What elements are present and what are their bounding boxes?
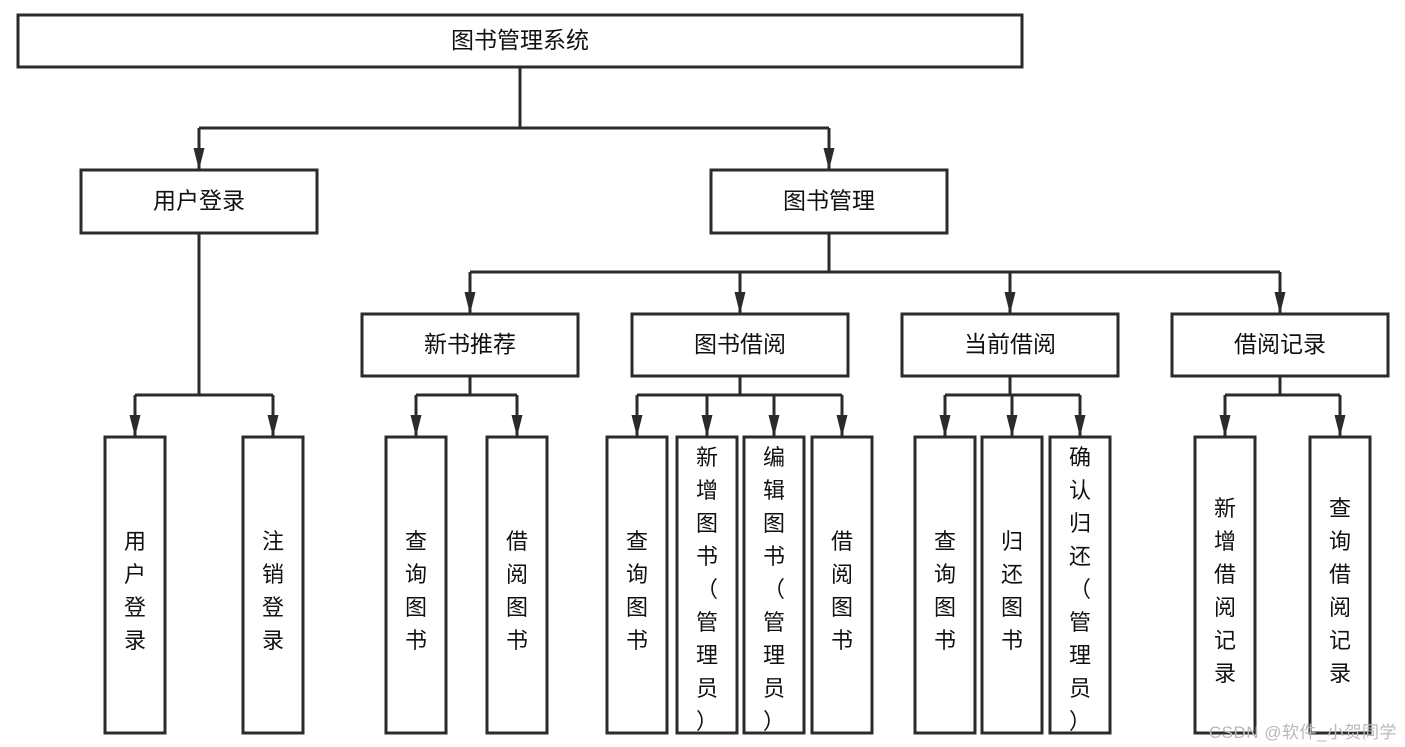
arrow-head-icon <box>267 415 279 437</box>
node-user-login[interactable]: 用户登录 <box>79 168 319 235</box>
node-book-manage[interactable]: 图书管理 <box>709 168 949 235</box>
node-box <box>485 435 549 735</box>
node-label: 图书管理 <box>783 188 875 214</box>
node-label: 新书推荐 <box>424 331 516 357</box>
node-leaf-query-book-cur[interactable]: 查询图书 <box>913 435 977 735</box>
node-box <box>810 435 874 735</box>
arrow-head-icon <box>1334 415 1346 437</box>
node-label: 新增借阅记录 <box>1214 496 1236 686</box>
node-label: 借阅图书 <box>831 529 853 653</box>
arrow-head-icon <box>511 415 523 437</box>
node-box <box>630 312 850 378</box>
node-label: 查询图书 <box>626 529 648 653</box>
node-leaf-logout[interactable]: 注销登录 <box>241 435 305 735</box>
edges-layer <box>129 67 1346 437</box>
node-box <box>241 435 305 735</box>
node-label: 借阅图书 <box>506 529 528 653</box>
arrow-head-icon <box>1004 292 1016 314</box>
node-box <box>360 312 580 378</box>
edge-group-user-login <box>129 233 279 437</box>
edge-group-book-borrow <box>631 376 848 437</box>
arrow-head-icon <box>1219 415 1231 437</box>
node-box <box>103 435 167 735</box>
arrow-head-icon <box>1006 415 1018 437</box>
node-box <box>675 435 739 735</box>
node-leaf-return-book[interactable]: 归还图书 <box>980 435 1044 735</box>
node-label: 编辑图书（管理员） <box>763 445 785 734</box>
node-label: 图书借阅 <box>694 331 786 357</box>
node-box <box>384 435 448 735</box>
arrow-head-icon <box>410 415 422 437</box>
node-box <box>16 13 1024 69</box>
node-leaf-add-record[interactable]: 新增借阅记录 <box>1193 435 1257 735</box>
node-leaf-add-book[interactable]: 新增图书（管理员） <box>675 435 739 735</box>
arrow-head-icon <box>823 148 835 170</box>
node-label: 确认归还（管理员） <box>1069 445 1091 734</box>
nodes-layer: 图书管理系统用户登录图书管理新书推荐图书借阅当前借阅借阅记录用户登录注销登录查询… <box>16 13 1390 735</box>
node-leaf-borrow-book-rec[interactable]: 借阅图书 <box>485 435 549 735</box>
arrow-head-icon <box>836 415 848 437</box>
node-leaf-confirm-return[interactable]: 确认归还（管理员） <box>1048 435 1112 735</box>
node-leaf-query-record[interactable]: 查询借阅记录 <box>1308 435 1372 735</box>
node-label: 查询图书 <box>405 529 427 653</box>
edge-group-new-book-rec <box>410 376 523 437</box>
edge-group-book-manage <box>464 233 1286 314</box>
node-box <box>709 168 949 235</box>
node-box <box>742 435 806 735</box>
node-label: 归还图书 <box>1001 529 1023 653</box>
arrow-head-icon <box>1074 415 1086 437</box>
node-book-borrow[interactable]: 图书借阅 <box>630 312 850 378</box>
node-borrow-record[interactable]: 借阅记录 <box>1170 312 1390 378</box>
node-leaf-query-book-rec[interactable]: 查询图书 <box>384 435 448 735</box>
node-leaf-borrow-book[interactable]: 借阅图书 <box>810 435 874 735</box>
edge-group-borrow-record <box>1219 376 1346 437</box>
node-box <box>79 168 319 235</box>
node-root[interactable]: 图书管理系统 <box>16 13 1024 69</box>
node-box <box>1193 435 1257 735</box>
node-label: 借阅记录 <box>1234 331 1326 357</box>
node-box <box>900 312 1120 378</box>
node-label: 注销登录 <box>262 529 284 653</box>
edge-group-current-borrow <box>939 376 1086 437</box>
node-box <box>1048 435 1112 735</box>
node-label: 用户登录 <box>124 529 146 653</box>
arrow-head-icon <box>939 415 951 437</box>
node-leaf-edit-book[interactable]: 编辑图书（管理员） <box>742 435 806 735</box>
node-new-book-rec[interactable]: 新书推荐 <box>360 312 580 378</box>
arrow-head-icon <box>768 415 780 437</box>
node-box <box>605 435 669 735</box>
node-label: 用户登录 <box>153 188 245 214</box>
node-current-borrow[interactable]: 当前借阅 <box>900 312 1120 378</box>
arrow-head-icon <box>734 292 746 314</box>
node-label: 查询借阅记录 <box>1329 496 1351 686</box>
node-label: 当前借阅 <box>964 331 1056 357</box>
node-label: 图书管理系统 <box>451 27 589 53</box>
arrow-head-icon <box>1274 292 1286 314</box>
node-box <box>980 435 1044 735</box>
node-label: 查询图书 <box>934 529 956 653</box>
arrow-head-icon <box>193 148 205 170</box>
arrow-head-icon <box>129 415 141 437</box>
node-box <box>913 435 977 735</box>
node-label: 新增图书（管理员） <box>696 445 718 734</box>
node-leaf-query-book-borrow[interactable]: 查询图书 <box>605 435 669 735</box>
arrow-head-icon <box>464 292 476 314</box>
node-leaf-user-login[interactable]: 用户登录 <box>103 435 167 735</box>
edge-group-root <box>193 67 835 170</box>
arrow-head-icon <box>701 415 713 437</box>
arrow-head-icon <box>631 415 643 437</box>
node-box <box>1170 312 1390 378</box>
node-box <box>1308 435 1372 735</box>
